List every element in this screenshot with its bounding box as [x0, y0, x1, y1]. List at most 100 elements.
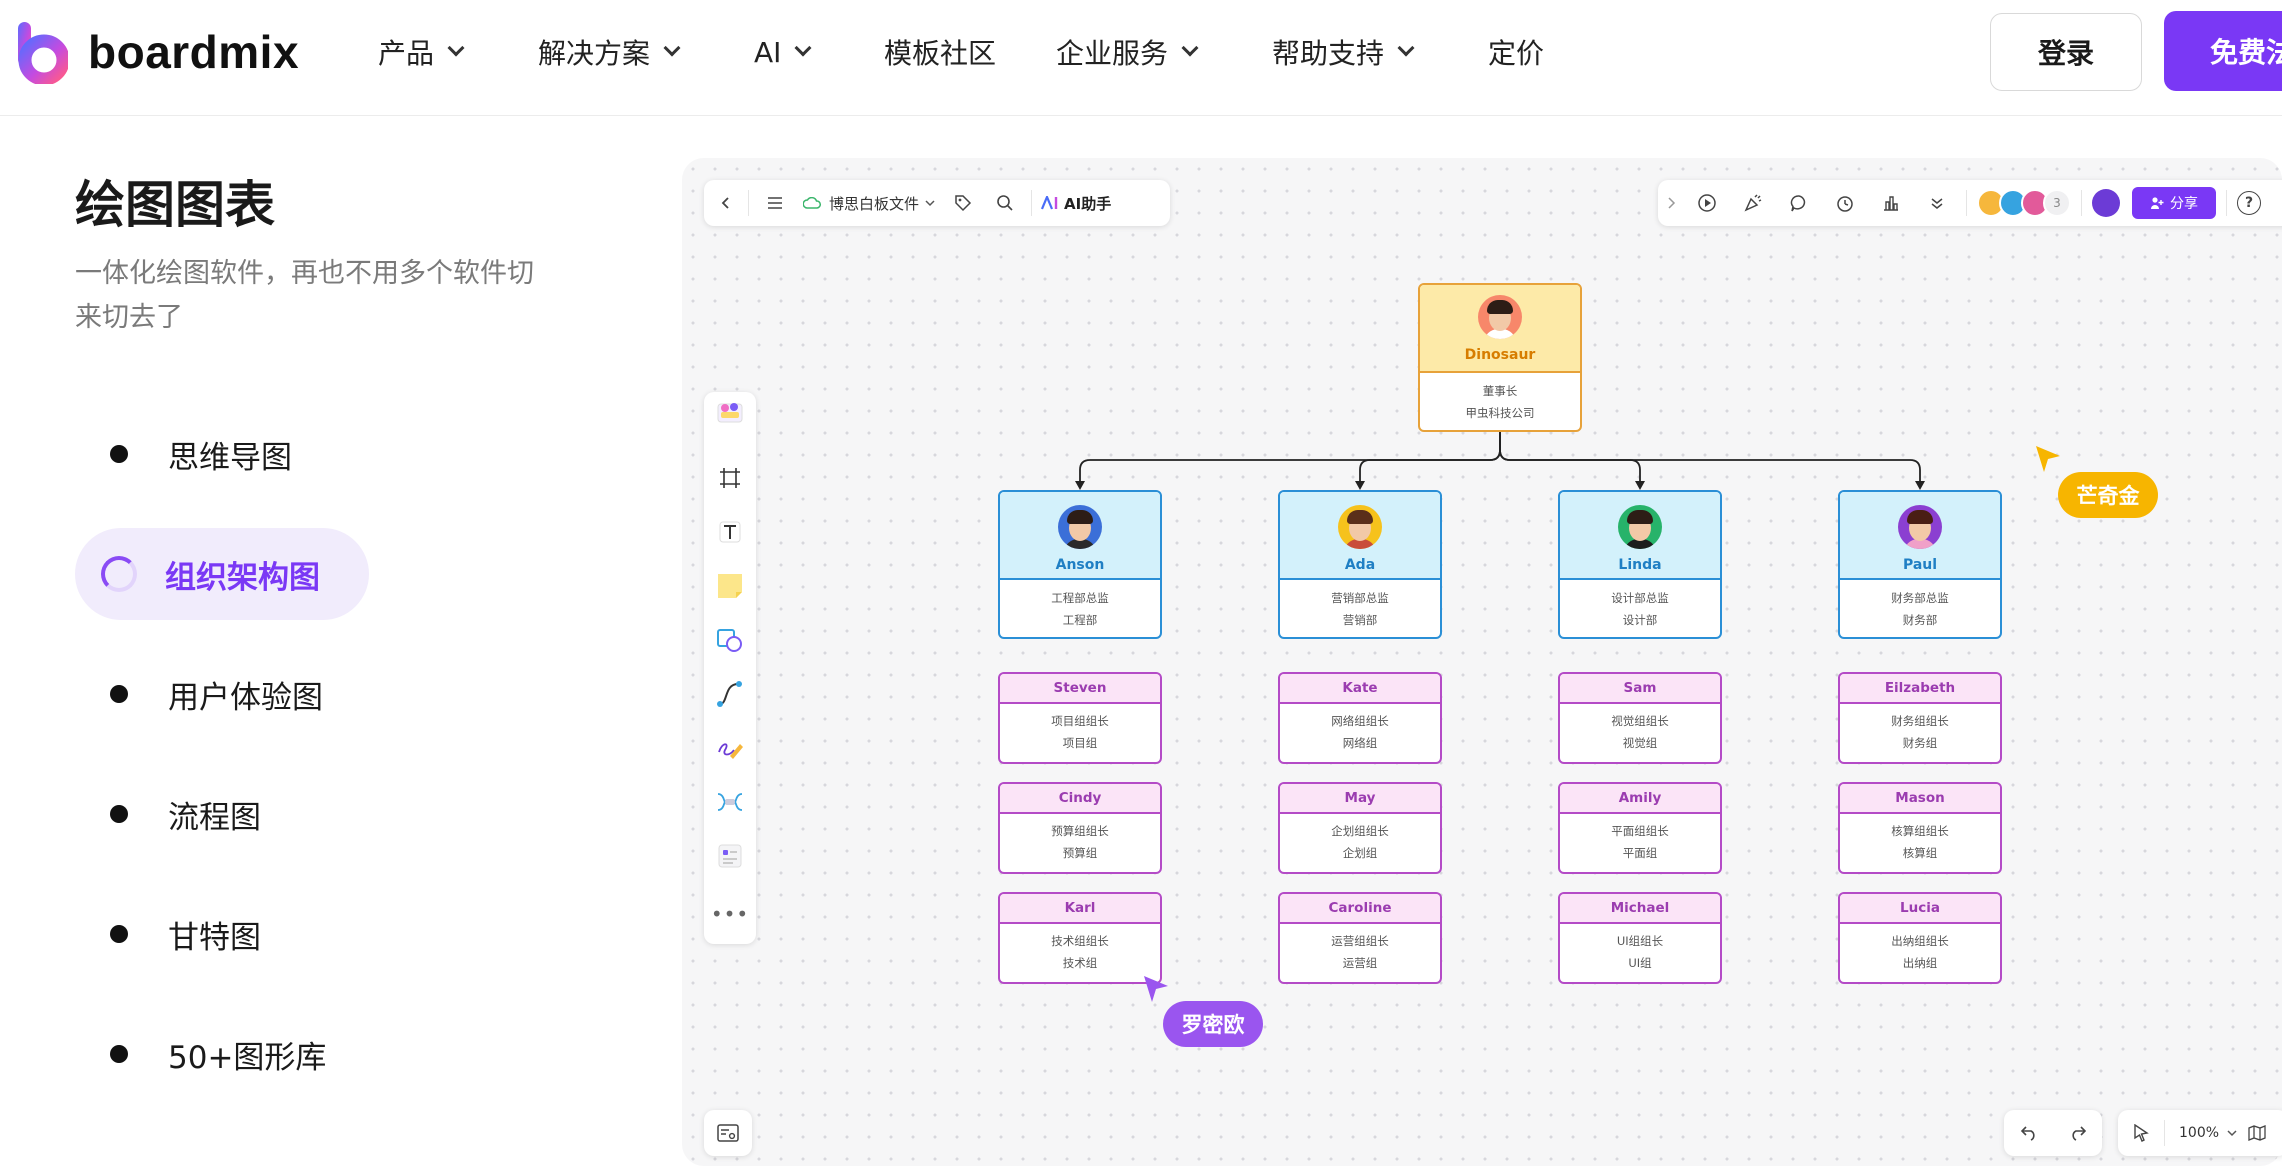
nav-solutions[interactable]: 解决方案 [538, 32, 681, 72]
boardmix-logo-icon [16, 20, 70, 86]
ellipsis-icon[interactable]: ••• [710, 902, 750, 926]
person-name: Ada [1344, 557, 1376, 573]
person-title: 平面组组长 [1611, 824, 1669, 838]
card-header: Dinosaur [1420, 285, 1580, 373]
org-card-manager[interactable]: Ada 营销部总监 营销部 [1278, 490, 1442, 639]
connector-icon[interactable] [716, 680, 744, 708]
org-card-team[interactable]: Mason 核算组组长核算组 [1838, 782, 2002, 874]
frame-icon[interactable] [716, 464, 744, 492]
boardmix-logo[interactable]: boardmix [16, 20, 300, 86]
org-card-manager[interactable]: Paul 财务部总监 财务部 [1838, 490, 2002, 639]
avatar [1618, 505, 1662, 549]
top-navigation: boardmix 产品 解决方案 AI 模板社区 企业服务 帮助支持 定价 登录… [0, 0, 2282, 116]
minimap-icon [717, 1124, 739, 1142]
map-icon[interactable] [2245, 1125, 2269, 1141]
current-user-avatar[interactable] [2092, 189, 2120, 217]
person-dept: 甲虫科技公司 [1465, 406, 1535, 420]
help-icon[interactable]: ? [2237, 191, 2261, 215]
whiteboard-canvas[interactable] [682, 158, 2282, 1166]
share-label: 分享 [2170, 196, 2198, 212]
feature-ux-map[interactable]: 用户体验图 [75, 648, 323, 740]
user-plus-icon [2151, 197, 2164, 209]
ai-sparkle-icon [1038, 196, 1064, 210]
org-card-team[interactable]: Lucia 出纳组组长出纳组 [1838, 892, 2002, 984]
minimap-button[interactable] [704, 1110, 752, 1156]
timer-icon[interactable] [1822, 193, 1868, 213]
ai-assistant-button[interactable]: AI助手 [1064, 194, 1112, 213]
org-card-team[interactable]: Cindy 预算组组长预算组 [998, 782, 1162, 874]
person-dept: 网络组 [1342, 736, 1378, 750]
login-button[interactable]: 登录 [1990, 13, 2142, 91]
org-card-team[interactable]: Kate 网络组组长网络组 [1278, 672, 1442, 764]
search-icon[interactable] [985, 194, 1025, 212]
chevron-down-icon[interactable] [919, 199, 941, 207]
feature-mindmap[interactable]: 思维导图 [75, 408, 292, 500]
person-title: 预算组组长 [1051, 824, 1109, 838]
file-name[interactable]: 博思白板文件 [829, 194, 920, 213]
org-card-manager[interactable]: Anson 工程部总监 工程部 [998, 490, 1162, 639]
brand-name: boardmix [88, 26, 300, 78]
chevron-down-icon [1397, 39, 1415, 57]
card-header: Linda [1560, 492, 1720, 580]
double-chevron-down-icon[interactable] [1914, 196, 1960, 210]
org-card-team[interactable]: Eilzabeth 财务组组长财务组 [1838, 672, 2002, 764]
org-card-team[interactable]: Sam 视觉组组长视觉组 [1558, 672, 1722, 764]
chevron-down-icon [1181, 39, 1199, 57]
org-card-ceo[interactable]: Dinosaur 董事长 甲虫科技公司 [1418, 283, 1582, 432]
person-title: 财务部总监 [1891, 591, 1949, 605]
person-dept: UI组 [1628, 956, 1652, 970]
nav-label: 企业服务 [1056, 37, 1169, 70]
card-header: Steven [1000, 674, 1160, 704]
collaborator-avatars[interactable]: 3 [1977, 189, 2071, 217]
celebrate-icon[interactable] [1730, 193, 1776, 213]
org-card-team[interactable]: Karl 技术组组长技术组 [998, 892, 1162, 984]
feature-shape-library[interactable]: 50+图形库 [75, 1008, 326, 1100]
shape-icon[interactable] [716, 626, 744, 654]
org-card-team[interactable]: Amily 平面组组长平面组 [1558, 782, 1722, 874]
card-header: Karl [1000, 894, 1160, 924]
share-button[interactable]: 分享 [2132, 187, 2216, 219]
nav-pricing[interactable]: 定价 [1488, 32, 1544, 72]
feature-label: 用户体验图 [168, 679, 323, 716]
template-icon[interactable] [716, 398, 744, 426]
present-icon[interactable] [1684, 193, 1730, 213]
comment-icon[interactable] [1776, 193, 1822, 213]
org-card-team[interactable]: Steven 项目组组长项目组 [998, 672, 1162, 764]
person-title: 董事长 [1482, 384, 1518, 398]
person-title: 核算组组长 [1891, 824, 1949, 838]
nav-help[interactable]: 帮助支持 [1272, 32, 1415, 72]
feature-org-chart[interactable]: 组织架构图 [75, 528, 369, 620]
vote-icon[interactable] [1868, 193, 1914, 213]
zoom-level[interactable]: 100% [2179, 1125, 2220, 1141]
card-header: Caroline [1280, 894, 1440, 924]
feature-flowchart[interactable]: 流程图 [75, 768, 261, 860]
nav-enterprise[interactable]: 企业服务 [1056, 32, 1199, 72]
person-title: 视觉组组长 [1611, 714, 1669, 728]
person-title: 项目组组长 [1051, 714, 1109, 728]
more-tools-icon[interactable] [716, 842, 744, 870]
person-name: Caroline [1328, 900, 1392, 916]
org-card-team[interactable]: May 企划组组长企划组 [1278, 782, 1442, 874]
free-signup-button[interactable]: 免费法 [2164, 11, 2282, 91]
back-icon[interactable] [704, 196, 748, 210]
undo-icon[interactable] [2020, 1125, 2038, 1141]
feature-gantt[interactable]: 甘特图 [75, 888, 261, 980]
org-card-manager[interactable]: Linda 设计部总监 设计部 [1558, 490, 1722, 639]
select-pointer-icon[interactable] [2118, 1124, 2164, 1142]
menu-icon[interactable] [749, 196, 801, 210]
chevron-down-icon [447, 39, 465, 57]
chevron-right-icon[interactable] [1658, 197, 1684, 209]
tag-icon[interactable] [941, 194, 985, 212]
nav-ai[interactable]: AI [754, 32, 812, 72]
org-card-team[interactable]: Caroline 运营组组长运营组 [1278, 892, 1442, 984]
pen-icon[interactable] [716, 734, 744, 762]
sticky-note-icon[interactable] [716, 572, 744, 600]
text-icon[interactable] [716, 518, 744, 546]
mindmap-icon[interactable] [716, 788, 744, 816]
nav-products[interactable]: 产品 [378, 32, 465, 72]
chevron-down-icon[interactable] [2219, 1129, 2245, 1137]
bullet-icon [110, 685, 128, 703]
redo-icon[interactable] [2069, 1125, 2087, 1141]
nav-templates[interactable]: 模板社区 [884, 32, 996, 72]
